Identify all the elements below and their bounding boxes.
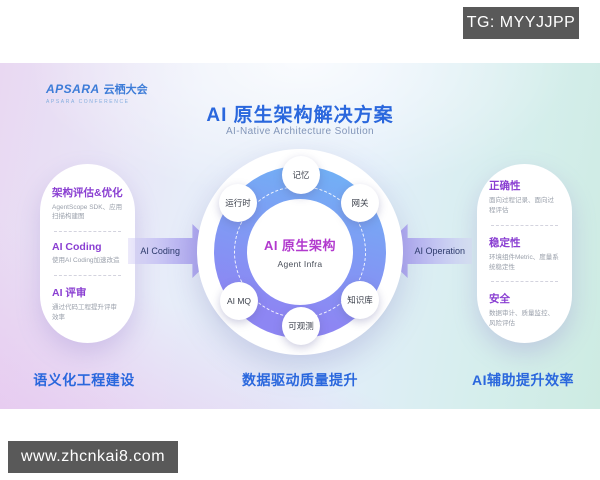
website-watermark: www.zhcnkai8.com (8, 441, 178, 473)
node-observability: 可观测 (282, 307, 320, 345)
node-gateway: 网关 (341, 184, 379, 222)
wheel-center-subtitle: Agent Infra (277, 259, 323, 269)
dashed-divider (54, 274, 121, 276)
dashed-divider (491, 281, 558, 283)
section-title: 架构评估&优化 (52, 186, 123, 199)
wheel-center: AI 原生架构 Agent Infra (247, 199, 353, 305)
arrow-label: AI Operation (414, 246, 466, 256)
right-card-section-1: 正确性 面向过程记录、面向过程评估 (489, 178, 560, 216)
apsara-logo: APSARA 云栖大会 APSARA CONFERENCE (46, 81, 148, 105)
telegram-watermark: TG: MYYJJPP (463, 7, 579, 39)
page-subtitle: AI-Native Architecture Solution (225, 126, 375, 137)
node-ai-mq: AI MQ (220, 282, 258, 320)
node-runtime: 运行时 (219, 184, 257, 222)
left-card: 架构评估&优化 AgentScope SDK、应用扫描构建图 AI Coding… (40, 164, 135, 343)
node-knowledge-base: 知识库 (341, 281, 379, 319)
section-title: 正确性 (489, 180, 521, 193)
left-card-section-1: 架构评估&优化 AgentScope SDK、应用扫描构建图 (52, 185, 123, 223)
footer-left-label: 语义化工程建设 (33, 372, 135, 388)
section-title: AI 评审 (52, 286, 87, 299)
page-title: AI 原生架构解决方案 (206, 105, 394, 126)
right-card-section-2: 稳定性 环境组件Metric、度量系统稳定性 (489, 235, 560, 273)
dashed-divider (54, 231, 121, 233)
logo-brand-cn-text: 云栖大会 (103, 84, 148, 96)
section-title: 稳定性 (489, 236, 521, 249)
wheel-center-title: AI 原生架构 (263, 238, 337, 253)
right-card: 正确性 面向过程记录、面向过程评估 稳定性 环境组件Metric、度量系统稳定性… (477, 164, 572, 343)
left-card-section-3: AI 评审 通过代码工程提升评审效率 (52, 285, 123, 323)
node-memory: 记忆 (282, 156, 320, 194)
right-card-section-3: 安全 数据审计、质量监控、风险评估 (489, 291, 560, 329)
section-desc: 通过代码工程提升评审效率 (52, 303, 117, 321)
section-title: AI Coding (52, 241, 102, 254)
section-desc: 环境组件Metric、度量系统稳定性 (489, 253, 559, 271)
slide-background: APSARA 云栖大会 APSARA CONFERENCE AI 原生架构解决方… (0, 63, 600, 409)
logo-brand-text: APSARA (46, 82, 100, 96)
logo-subtitle: APSARA CONFERENCE (46, 99, 130, 105)
footer-center-label: 数据驱动质量提升 (242, 372, 358, 388)
section-title: 安全 (489, 293, 510, 306)
arrow-label: AI Coding (140, 246, 180, 256)
section-desc: AgentScope SDK、应用扫描构建图 (52, 203, 123, 221)
section-desc: 数据审计、质量监控、风险评估 (489, 310, 554, 327)
left-card-section-2: AI Coding 使用AI Coding加速改造 (52, 241, 123, 266)
dashed-divider (491, 224, 558, 226)
section-desc: 面向过程记录、面向过程评估 (489, 197, 554, 214)
section-desc: 使用AI Coding加速改造 (52, 257, 120, 265)
footer-right-label: AI辅助提升效率 (472, 372, 574, 388)
